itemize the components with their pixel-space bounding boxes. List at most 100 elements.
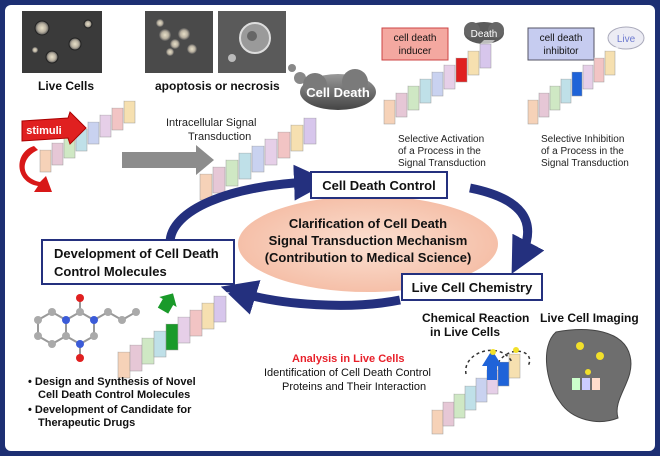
domino-top [278, 128, 294, 132]
domino-block [111, 107, 124, 131]
domino-block [225, 159, 239, 187]
domino-chain-signal [199, 114, 320, 201]
analysis-label: Analysis in Live Cells [292, 353, 405, 365]
probe-dot [513, 347, 519, 353]
domino-top [408, 82, 423, 86]
domino-top [291, 121, 307, 125]
domino-top [561, 75, 575, 79]
domino-block [264, 138, 278, 166]
live-cloud-label: Live [617, 34, 636, 45]
cell-death-inhibitor-box: cell death inhibitor [527, 27, 595, 61]
death-cloud-label: Death [471, 29, 498, 40]
domino-top [124, 97, 139, 101]
domino-block [467, 50, 480, 76]
probe-dot [490, 349, 496, 355]
domino-block [290, 124, 304, 152]
domino-top [213, 163, 229, 167]
development-box: Development of Cell Death Control Molecu… [41, 239, 235, 285]
identification-label-1: Identification of Cell Death Control [264, 367, 431, 379]
bullet-1b: Cell Death Control Molecules [38, 389, 190, 401]
cell-death-inducer-box: cell death inducer [381, 27, 449, 61]
live-cell-chemistry-box: Live Cell Chemistry [401, 273, 543, 301]
activation-label-1: Selective Activation [398, 134, 484, 145]
development-label-1: Development of Cell Death [54, 246, 219, 261]
inhibitor-label-1: cell death [540, 33, 583, 44]
domino-block [442, 401, 455, 427]
domino-block [464, 385, 477, 411]
inhibition-label-2: of a Process in the [541, 146, 624, 157]
domino-chain-stimuli [39, 97, 139, 173]
activation-label-3: Signal Transduction [398, 158, 486, 169]
domino-block [212, 166, 226, 194]
domino-block [129, 344, 143, 372]
domino-block [538, 92, 550, 118]
apoptosis-label: apoptosis or necrosis [155, 79, 280, 93]
domino-block [99, 114, 112, 138]
domino-block [303, 117, 317, 145]
domino-block [238, 152, 252, 180]
domino-block [251, 145, 265, 173]
domino-top [420, 75, 435, 79]
domino-block [560, 78, 572, 104]
domino-block [201, 302, 215, 330]
domino-top [88, 118, 103, 122]
domino-top [444, 61, 459, 65]
domino-block [431, 409, 444, 435]
domino-block [419, 78, 432, 104]
inducer-label-1: cell death [394, 33, 437, 44]
domino-top [239, 149, 255, 153]
bullet-1a: • Design and Synthesis of Novel [28, 376, 196, 388]
diagram-canvas: Live Cells apoptosis or necrosis Cell De… [5, 5, 655, 451]
domino-top [539, 89, 553, 93]
domino-block [39, 149, 52, 173]
inducer-label-2: inducer [399, 46, 432, 57]
domino-block [199, 173, 213, 201]
diagram-svg: Live Cells apoptosis or necrosis Cell De… [19, 11, 645, 435]
live-cells-label: Live Cells [38, 79, 94, 93]
death-cloud: Death [464, 22, 504, 44]
domino-block [51, 142, 64, 166]
domino-block [153, 330, 167, 358]
cell-death-cloud-label: Cell Death [306, 85, 370, 100]
intracellular-label-1: Intracellular Signal [166, 117, 257, 129]
intracellular-label-2: Transduction [188, 131, 251, 143]
domino-top [583, 61, 597, 65]
domino-top [304, 114, 320, 118]
cell-death-control-box: Cell Death Control [310, 171, 448, 199]
bullet-2b: Therapeutic Drugs [38, 417, 135, 429]
domino-block [277, 131, 291, 159]
cell-death-cloud: Cell Death [288, 64, 376, 110]
domino-block [407, 85, 420, 111]
center-label-3: (Contribution to Medical Science) [265, 250, 472, 265]
domino-block [395, 92, 408, 118]
domino-top [550, 82, 564, 86]
center-label-2: Signal Transduction Mechanism [269, 233, 468, 248]
domino-block [443, 64, 456, 90]
activation-label-2: of a Process in the [398, 146, 481, 157]
domino-top [214, 292, 230, 296]
live-imaging-label: Live Cell Imaging [540, 311, 639, 325]
domino-top [112, 104, 127, 108]
domino-top [480, 40, 495, 44]
apoptosis-photo-2 [218, 11, 286, 73]
domino-block [527, 99, 539, 125]
apoptosis-photo-1 [145, 11, 213, 73]
stimuli-label: stimuli [26, 125, 61, 137]
live-cell-image [545, 329, 632, 422]
domino-block [455, 57, 468, 83]
domino-top [528, 96, 542, 100]
domino-chain-drug [117, 292, 230, 379]
domino-block [165, 323, 179, 351]
domino-top [200, 170, 216, 174]
bullet-2a: • Development of Candidate for [28, 404, 192, 416]
center-label-1: Clarification of Cell Death [289, 216, 447, 231]
development-label-2: Control Molecules [54, 264, 167, 279]
domino-top [594, 54, 608, 58]
grey-flow-arrow [122, 145, 214, 175]
domino-block [87, 121, 100, 145]
center-ellipse [238, 196, 498, 292]
inhibition-label-3: Signal Transduction [541, 158, 629, 169]
cycle-arrows [165, 164, 545, 315]
chem-reaction-label-2: in Live Cells [430, 325, 500, 339]
